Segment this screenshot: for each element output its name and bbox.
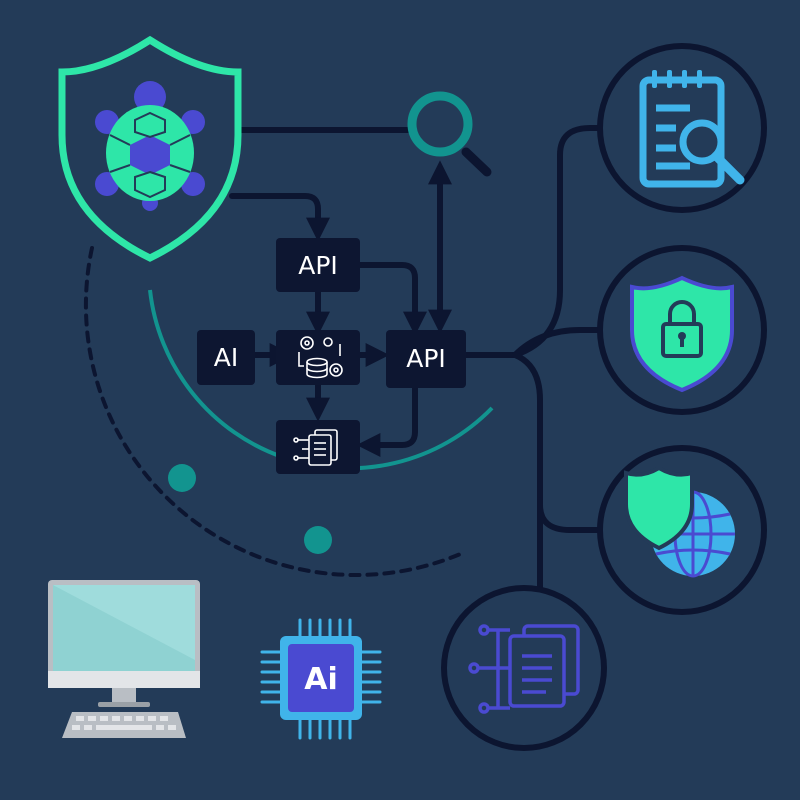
connectors bbox=[229, 125, 603, 608]
shield-globe-icon bbox=[624, 465, 735, 578]
api-top-box[interactable]: API bbox=[276, 238, 360, 292]
dashed-arc bbox=[83, 246, 467, 577]
database-gears-icon bbox=[298, 336, 343, 379]
shield-globe-node[interactable] bbox=[597, 445, 767, 615]
document-flow-box[interactable] bbox=[276, 420, 360, 474]
teal-node-left bbox=[168, 464, 196, 492]
api-right-label: API bbox=[406, 344, 446, 373]
ai-label: AI bbox=[214, 343, 238, 372]
chip-label: Ai bbox=[304, 662, 338, 697]
turtle-shield-icon bbox=[58, 35, 242, 262]
notepad-search-icon bbox=[639, 70, 745, 188]
shield-lock-icon bbox=[630, 275, 734, 393]
api-top-label: API bbox=[298, 251, 338, 280]
shield-lock-node[interactable] bbox=[597, 245, 767, 415]
teal-node-bottom bbox=[304, 526, 332, 554]
ai-box[interactable]: AI bbox=[197, 330, 255, 385]
notepad-search-node[interactable] bbox=[597, 43, 767, 213]
api-right-box[interactable]: API bbox=[386, 330, 466, 388]
document-network-node[interactable] bbox=[441, 585, 607, 751]
document-network-icon bbox=[468, 624, 580, 714]
database-gears-box[interactable] bbox=[276, 330, 360, 385]
desktop-computer-icon bbox=[48, 580, 200, 738]
ai-chip-icon: Ai bbox=[260, 618, 382, 740]
document-flow-icon bbox=[293, 429, 338, 466]
magnifier-icon[interactable] bbox=[407, 91, 492, 177]
